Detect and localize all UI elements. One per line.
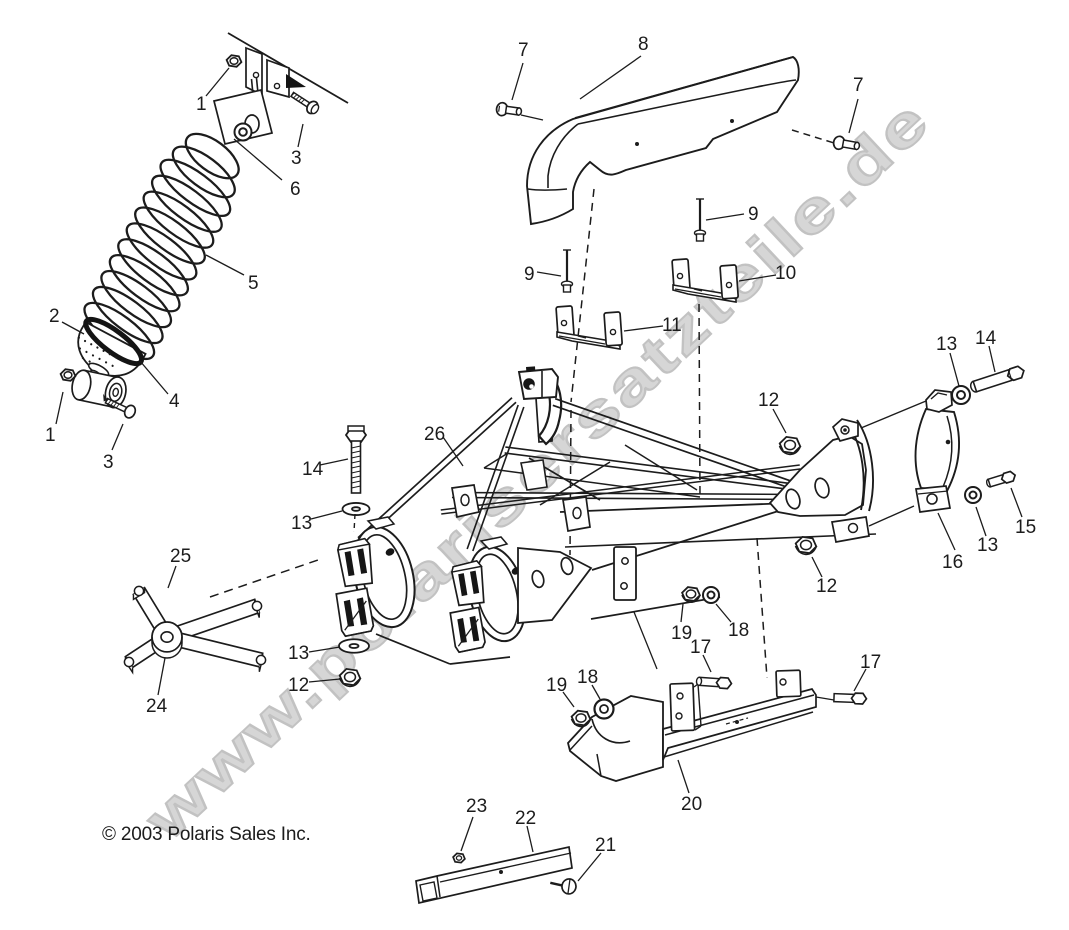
svg-text:15: 15 <box>1015 517 1036 538</box>
svg-text:8: 8 <box>638 34 649 55</box>
svg-text:9: 9 <box>748 204 759 225</box>
svg-text:3: 3 <box>103 452 114 473</box>
svg-text:4: 4 <box>169 391 180 412</box>
svg-text:13: 13 <box>977 535 998 556</box>
svg-text:21: 21 <box>595 835 616 856</box>
svg-text:7: 7 <box>518 40 529 61</box>
svg-text:24: 24 <box>146 696 168 717</box>
svg-text:13: 13 <box>291 513 312 534</box>
svg-text:12: 12 <box>758 390 779 411</box>
svg-text:26: 26 <box>424 424 445 445</box>
svg-text:16: 16 <box>942 552 963 573</box>
svg-text:18: 18 <box>728 620 749 641</box>
svg-text:© 2003 Polaris Sales Inc.: © 2003 Polaris Sales Inc. <box>102 824 311 845</box>
svg-text:14: 14 <box>302 459 324 480</box>
svg-text:2: 2 <box>49 306 60 327</box>
svg-text:20: 20 <box>681 794 702 815</box>
svg-text:7: 7 <box>853 75 864 96</box>
svg-text:19: 19 <box>546 675 567 696</box>
svg-text:13: 13 <box>288 643 309 664</box>
svg-text:14: 14 <box>975 328 997 349</box>
svg-text:17: 17 <box>690 637 711 658</box>
svg-text:11: 11 <box>662 315 682 336</box>
svg-text:17: 17 <box>860 652 881 673</box>
svg-text:18: 18 <box>577 667 598 688</box>
svg-text:12: 12 <box>288 675 309 696</box>
svg-text:10: 10 <box>775 263 796 284</box>
svg-text:3: 3 <box>291 148 302 169</box>
svg-text:13: 13 <box>936 334 957 355</box>
svg-text:12: 12 <box>816 576 837 597</box>
svg-text:23: 23 <box>466 796 487 817</box>
svg-text:25: 25 <box>170 546 191 567</box>
svg-text:19: 19 <box>671 623 692 644</box>
svg-text:6: 6 <box>290 179 301 200</box>
svg-text:22: 22 <box>515 808 536 829</box>
svg-text:5: 5 <box>248 273 259 294</box>
svg-text:1: 1 <box>45 425 56 446</box>
svg-text:9: 9 <box>524 264 535 285</box>
svg-text:1: 1 <box>196 94 207 115</box>
